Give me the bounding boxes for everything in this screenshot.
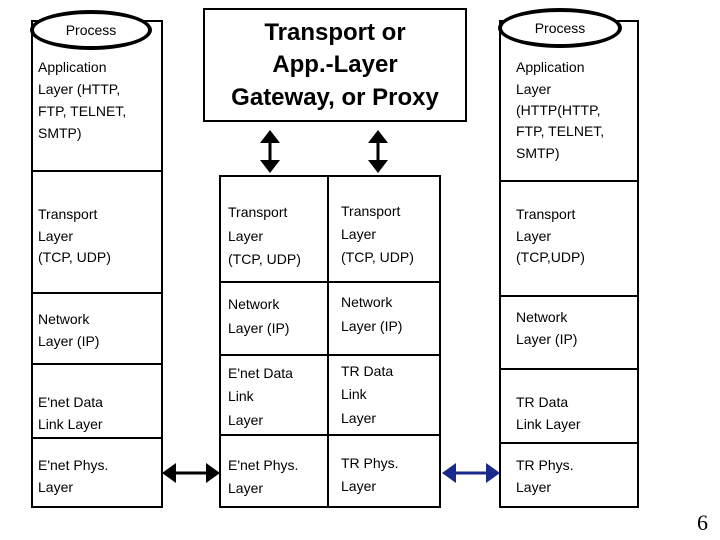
gateway-right-transport-line: Transport bbox=[341, 203, 401, 219]
gateway-right-datalink-line: Layer bbox=[341, 410, 377, 426]
gateway-divider bbox=[219, 281, 441, 283]
gateway-left-network-line: Layer (IP) bbox=[228, 320, 290, 336]
right-physical-line: TR Phys. bbox=[516, 457, 574, 473]
gateway-left-datalink-line: E'net Data bbox=[228, 365, 293, 381]
gateway-right-network-line: Layer (IP) bbox=[341, 318, 403, 334]
left-process-label: Process bbox=[65, 22, 117, 38]
left-application-line: Layer (HTTP, bbox=[38, 81, 121, 97]
right-process-oval: Process bbox=[498, 8, 622, 48]
left-network-line: Network bbox=[38, 311, 90, 327]
right-network-line: Network bbox=[516, 309, 568, 325]
right-application-line: Layer bbox=[516, 81, 552, 97]
left-application-line: FTP, TELNET, bbox=[38, 103, 127, 119]
left-physical-line: E'net Phys. bbox=[38, 457, 109, 473]
gateway-left-transport-line: Transport bbox=[228, 204, 288, 220]
gateway-right-transport-line: (TCP, UDP) bbox=[341, 249, 414, 265]
gateway-right-datalink-line: TR Data bbox=[341, 363, 394, 379]
gateway-title-line: App.-Layer bbox=[272, 51, 398, 78]
left-transport-line: Layer bbox=[38, 228, 74, 244]
left-transport-line: Transport bbox=[38, 206, 98, 222]
left-host-divider bbox=[31, 292, 163, 294]
right-application-line: Application bbox=[516, 59, 585, 75]
right-application-line: FTP, TELNET, bbox=[516, 123, 605, 139]
right-transport-line: Layer bbox=[516, 228, 552, 244]
right-host-divider bbox=[499, 442, 639, 444]
right-host-divider bbox=[499, 295, 639, 297]
gateway-right-vertical-arrow bbox=[368, 130, 388, 173]
gateway-left-transport-line: Layer bbox=[228, 228, 264, 244]
right-transport-line: (TCP,UDP) bbox=[516, 249, 585, 265]
gateway-left-vertical-arrow bbox=[260, 130, 280, 173]
gateway-right-physical-line: Layer bbox=[341, 478, 377, 494]
left-host-stack bbox=[31, 20, 163, 508]
gateway-left-physical-line: Layer bbox=[228, 480, 264, 496]
gateway-column-divider bbox=[327, 175, 329, 508]
right-physical-line: Layer bbox=[516, 479, 552, 495]
page-number: 6 bbox=[697, 510, 708, 535]
gateway-left-physical-line: E'net Phys. bbox=[228, 457, 299, 473]
left-process-oval: Process bbox=[30, 10, 152, 50]
gateway-divider bbox=[219, 354, 441, 356]
gateway-left-datalink-line: Layer bbox=[228, 412, 264, 428]
right-network-line: Layer (IP) bbox=[516, 331, 578, 347]
left-physical-line: Layer bbox=[38, 479, 74, 495]
left-host-divider bbox=[31, 363, 163, 365]
gateway-right-datalink-line: Link bbox=[341, 386, 367, 402]
gateway-divider bbox=[219, 434, 441, 436]
gateway-left-transport-line: (TCP, UDP) bbox=[228, 251, 301, 267]
left-transport-line: (TCP, UDP) bbox=[38, 249, 111, 265]
gateway-left-network-line: Network bbox=[228, 296, 280, 312]
right-host-divider bbox=[499, 368, 639, 370]
gateway-right-network-line: Network bbox=[341, 294, 393, 310]
token-ring-link-arrow bbox=[442, 463, 500, 483]
left-application-line: SMTP) bbox=[38, 125, 82, 141]
right-host-stack bbox=[499, 20, 639, 508]
ethernet-link-arrow bbox=[162, 463, 220, 483]
left-datalink-line: Link Layer bbox=[38, 416, 103, 432]
gateway-right-physical-line: TR Phys. bbox=[341, 455, 399, 471]
left-network-line: Layer (IP) bbox=[38, 333, 100, 349]
left-application-line: Application bbox=[38, 59, 107, 75]
left-datalink-line: E'net Data bbox=[38, 394, 103, 410]
right-process-label: Process bbox=[534, 20, 586, 36]
right-datalink-line: TR Data bbox=[516, 394, 569, 410]
left-host-divider bbox=[31, 170, 163, 172]
right-transport-line: Transport bbox=[516, 206, 576, 222]
gateway-right-transport-line: Layer bbox=[341, 226, 377, 242]
gateway-stack bbox=[219, 175, 441, 508]
right-host-divider bbox=[499, 180, 639, 182]
right-application-line: SMTP) bbox=[516, 145, 560, 161]
right-datalink-line: Link Layer bbox=[516, 416, 581, 432]
right-application-line: (HTTP(HTTP, bbox=[516, 102, 601, 118]
gateway-left-datalink-line: Link bbox=[228, 388, 254, 404]
left-host-divider bbox=[31, 437, 163, 439]
gateway-title-line: Transport or bbox=[264, 19, 406, 46]
gateway-title-box bbox=[203, 8, 467, 122]
gateway-title-line: Gateway, or Proxy bbox=[231, 84, 439, 111]
